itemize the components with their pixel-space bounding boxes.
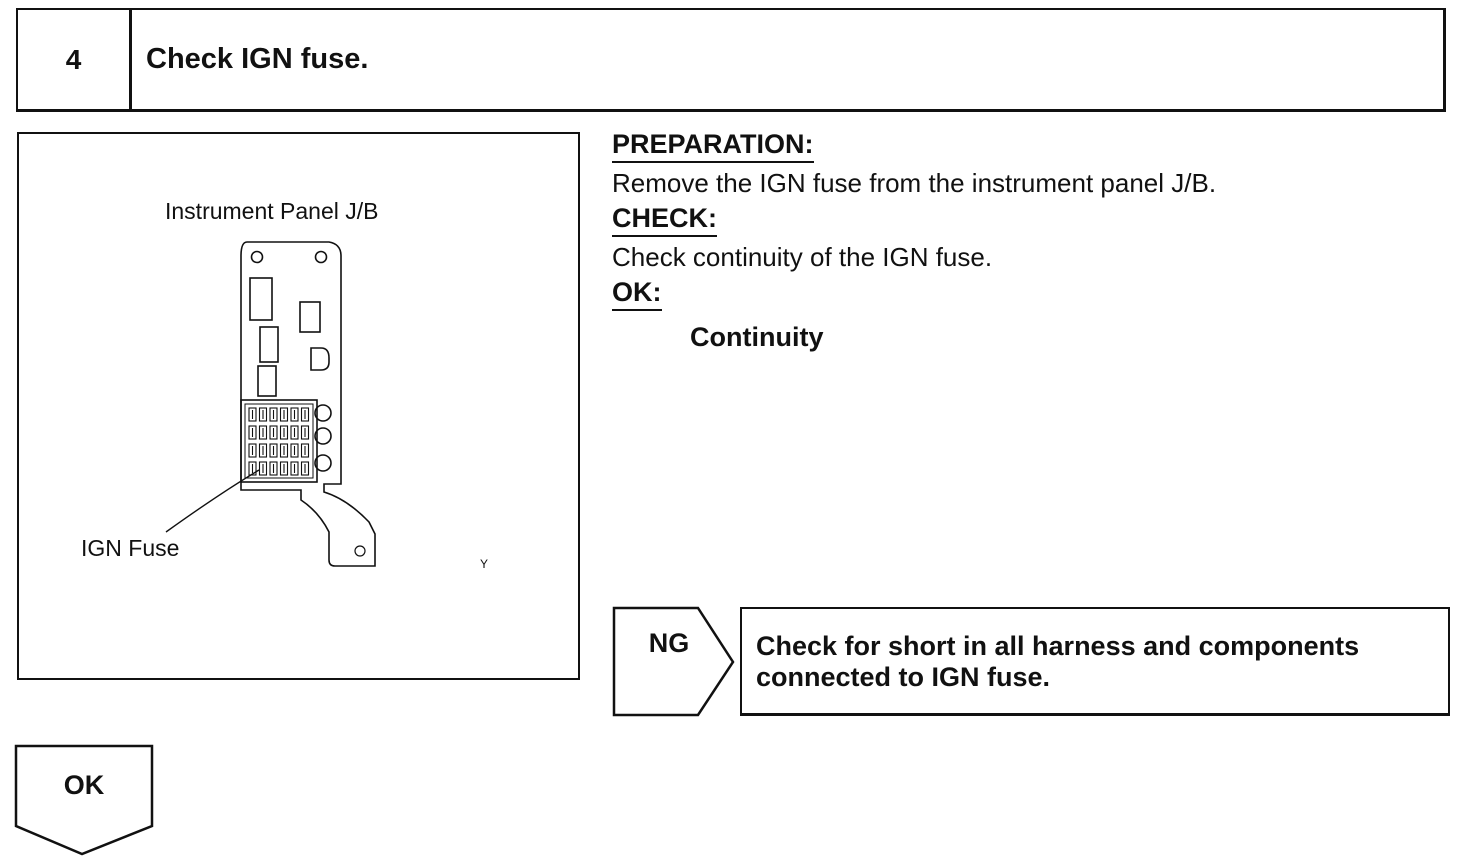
small-fuse (290, 407, 299, 422)
ign-fuse-label: IGN Fuse (81, 535, 180, 561)
ok-label: OK (63, 770, 105, 800)
ng-arrow (612, 606, 735, 717)
small-fuse (279, 407, 289, 422)
step-number: 4 (18, 10, 132, 109)
panel-label: Instrument Panel J/B (165, 198, 379, 224)
small-fuse (248, 461, 257, 476)
small-fuse (258, 443, 268, 458)
small-fuse (269, 407, 278, 422)
ng-action-box: Check for short in all harness and compo… (740, 607, 1450, 716)
small-fuse (279, 461, 289, 476)
junction-block-drawing (165, 241, 376, 567)
ng-action-line-2: connected to IGN fuse. (756, 662, 1051, 692)
ok-heading: OK: (612, 276, 662, 311)
small-fuse (248, 443, 257, 458)
small-fuse (300, 461, 310, 476)
small-fuse (300, 407, 310, 422)
small-fuse (290, 461, 299, 476)
preparation-heading: PREPARATION: (612, 128, 814, 163)
small-fuse (290, 425, 299, 440)
fuse-grid (248, 407, 310, 476)
ok-arrow (14, 744, 154, 856)
small-fuse (300, 443, 310, 458)
small-fuse (290, 443, 299, 458)
small-fuse (248, 425, 257, 440)
junction-block-illustration: Instrument Panel J/B IGN Fuse Y (17, 132, 580, 680)
small-fuse (300, 425, 310, 440)
small-fuse (269, 461, 278, 476)
step-title: Check IGN fuse. (146, 43, 369, 75)
instructions: PREPARATION: Remove the IGN fuse from th… (612, 128, 1452, 353)
small-fuse (258, 407, 268, 422)
figure-code: Y (480, 557, 489, 571)
ng-label: NG (648, 628, 690, 658)
small-fuse (248, 407, 257, 422)
check-text: Check continuity of the IGN fuse. (612, 242, 993, 272)
ok-result: Continuity (690, 322, 824, 352)
small-fuse (269, 443, 278, 458)
small-fuse (258, 461, 268, 476)
preparation-text: Remove the IGN fuse from the instrument … (612, 168, 1217, 198)
small-fuse (269, 425, 278, 440)
small-fuse (279, 425, 289, 440)
small-fuse (258, 425, 268, 440)
ng-action-line-1: Check for short in all harness and compo… (756, 631, 1360, 661)
jb-outline (240, 241, 376, 567)
check-heading: CHECK: (612, 202, 717, 237)
small-fuse (279, 443, 289, 458)
step-header: 4 Check IGN fuse. (16, 8, 1446, 112)
